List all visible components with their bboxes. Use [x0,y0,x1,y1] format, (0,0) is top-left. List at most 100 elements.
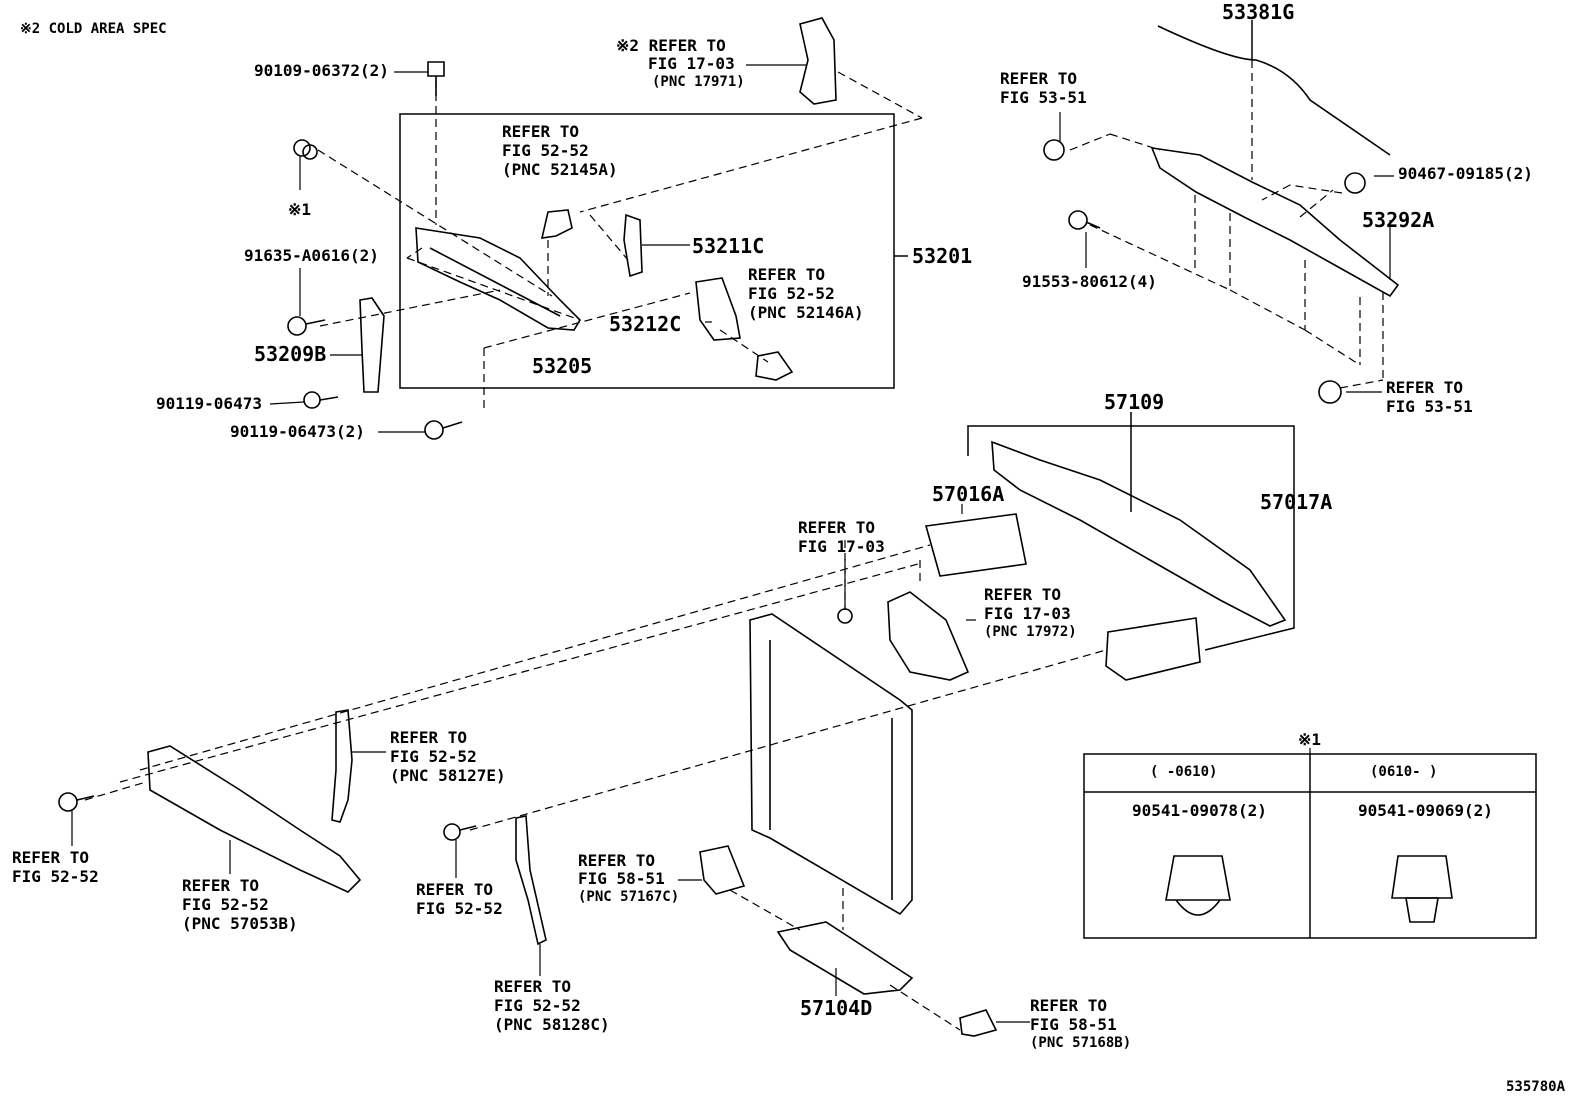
label-91635-a0616: 91635-A0616(2) [244,246,379,265]
ref-line: (PNC 57053B) [182,914,298,933]
ref-line: REFER TO [798,518,876,537]
support-57109 [992,442,1285,626]
label-91553-80612: 91553-80612(4) [1022,272,1157,291]
label-53381g: 53381G [1222,0,1295,24]
bolt-90109-06372 [428,62,444,96]
bracket-58127e [332,710,352,822]
clip-90541-09078 [1166,856,1230,915]
label-53205: 53205 [532,354,593,378]
ref-fig-17-03: REFER TO FIG 17-03 [798,518,885,556]
ref-line: (PNC 58128C) [494,1015,610,1034]
ref-pnc-57167c: REFER TO FIG 58-51 (PNC 57167C) [578,852,679,906]
ref-line: FIG 53-51 [1000,88,1087,107]
ref-line: (PNC 17971) [652,74,745,90]
ref-line: FIG 58-51 [578,869,665,888]
label-57104d: 57104D [800,996,873,1020]
ref-line: (PNC 57168B) [1030,1035,1132,1051]
clip-90541 [294,140,317,159]
bolt-91553-80612 [1069,211,1100,229]
ref-line: FIG 52-52 [416,899,503,918]
label-53292a: 53292A [1362,208,1435,232]
ref-line: FIG 52-52 [502,141,589,160]
ref-line: FIG 52-52 [182,895,269,914]
cable-53381g [1158,26,1390,155]
ref-pnc-58128c: REFER TO FIG 52-52 (PNC 58128C) [494,977,610,1034]
ref-line: FIG 52-52 [748,284,835,303]
ref-line: (PNC 17972) [984,624,1077,640]
bolt-ref-17-03 [838,609,852,623]
label-90467-09185: 90467-09185(2) [1398,164,1533,183]
cover-57104d [778,922,912,994]
bracket-53209b [360,298,384,392]
label-53201: 53201 [912,244,973,268]
bracket-17971 [800,18,836,104]
ref-line: (PNC 57167C) [578,889,680,905]
ref-line: (PNC 52145A) [502,160,618,179]
label-53209b: 53209B [254,342,327,366]
ref-line: REFER TO [1030,996,1108,1015]
ref-pnc-17972: REFER TO FIG 17-03 (PNC 17972) [984,585,1077,642]
ref-line: FIG 52-52 [494,996,581,1015]
ref-pnc-17971: ※2 REFER TO FIG 17-03 (PNC 17971) [616,37,745,91]
bracket-58128c [516,816,546,944]
label-90109-06372: 90109-06372(2) [254,61,389,80]
duct-57017a [1106,618,1200,680]
bolt-91635-a0616 [288,317,325,335]
radiator [750,614,912,914]
ref-line: FIG 17-03 [648,54,735,73]
ref-line: REFER TO [578,851,656,870]
label-53212c: 53212C [609,312,682,336]
cold-area-note: ※2 COLD AREA SPEC [20,21,167,37]
ref-line: REFER TO [984,585,1062,604]
inset-title: ※1 [1298,730,1322,749]
bolt-90119-06473 [304,392,338,408]
inset-col1-part: 90541-09078(2) [1132,801,1267,820]
label-53211c: 53211C [692,234,765,258]
ref-line: FIG 58-51 [1030,1015,1117,1034]
ref-fig-53-51-bottom: REFER TO FIG 53-51 [1386,378,1473,416]
support-57053b [148,746,360,892]
ref-line: REFER TO [1000,69,1078,88]
ref-pnc-52145a: REFER TO FIG 52-52 (PNC 52145A) [502,122,618,179]
diagram-id: 535780A [1506,1079,1566,1095]
ref-line: FIG 17-03 [798,537,885,556]
label-90119-06473-2: 90119-06473(2) [230,422,365,441]
ref-pnc-57168b: REFER TO FIG 58-51 (PNC 57168B) [1030,996,1131,1053]
ref-line: (PNC 52146A) [748,303,864,322]
clip-mark-1: ※1 [288,200,312,219]
ref-fig-53-51-top: REFER TO FIG 53-51 [1000,69,1087,107]
ref-pnc-57053b: REFER TO FIG 52-52 (PNC 57053B) [182,876,298,933]
ref-line: ※2 REFER TO [616,36,726,55]
ref-fig-52-52-left: REFER TO FIG 52-52 [12,848,99,886]
ref-line: FIG 53-51 [1386,397,1473,416]
part-57168b [960,1010,996,1036]
ref-line: REFER TO [748,265,826,284]
ref-line: FIG 17-03 [984,604,1071,623]
ref-line: (PNC 58127E) [390,766,506,785]
bolt-90119-06473-2 [425,421,462,439]
label-57109: 57109 [1104,390,1165,414]
inset-col1-header: ( -0610) [1150,764,1218,780]
duct-57016a [926,514,1026,576]
ref-line: REFER TO [12,848,90,867]
ref-line: REFER TO [502,122,580,141]
bolt-mid-52-52 [444,824,476,840]
inset-col2-part: 90541-09069(2) [1358,801,1493,820]
bracket-17972 [888,592,968,680]
inset-col2-header: (0610- ) [1370,764,1438,780]
label-57017a: 57017A [1260,490,1333,514]
part-57167c [700,846,744,894]
support-53205 [416,228,580,330]
ref-line: REFER TO [182,876,260,895]
reinforcement-53292a [1152,148,1398,296]
ref-line: REFER TO [1386,378,1464,397]
ref-line: FIG 52-52 [390,747,477,766]
ref-line: REFER TO [494,977,572,996]
label-57016a: 57016A [932,482,1005,506]
label-90119-06473: 90119-06473 [156,394,262,413]
bolt-left-52-52 [59,793,94,811]
assembly-box-53201 [400,114,894,388]
bracket-53211c [624,215,642,276]
